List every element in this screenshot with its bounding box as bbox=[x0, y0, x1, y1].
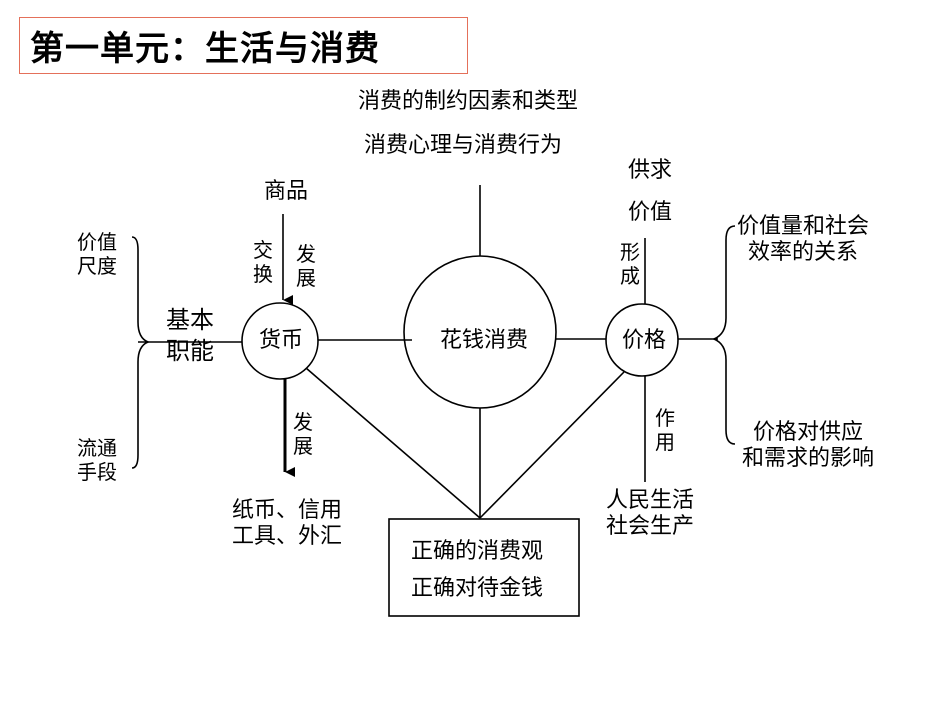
money-label: 货币 bbox=[259, 328, 304, 353]
paper-money-label: 纸币、信用 工具、外汇 bbox=[232, 498, 343, 550]
box-line2: 正确对待金钱 bbox=[411, 576, 544, 601]
price-label: 价格 bbox=[622, 328, 667, 353]
life-production-label: 人民生活 社会生产 bbox=[606, 488, 695, 540]
box-line1: 正确的消费观 bbox=[411, 539, 544, 564]
top-label-constraints: 消费的制约因素和类型 bbox=[358, 89, 579, 114]
price-box-diagonal bbox=[479, 371, 625, 519]
basic-function-label: 基本 职能 bbox=[166, 306, 214, 366]
title-box: 第一单元：生活与消费 bbox=[19, 17, 468, 74]
value-label: 价值 bbox=[628, 200, 673, 225]
price-circle bbox=[605, 303, 679, 377]
price-influence-label: 价格对供应 和需求的影响 bbox=[742, 420, 875, 472]
money-box-diagonal bbox=[305, 367, 481, 519]
form-label: 形成 bbox=[620, 240, 640, 288]
right-brace bbox=[711, 225, 736, 445]
left-brace bbox=[131, 236, 151, 469]
value-relation-label: 价值量和社会 效率的关系 bbox=[737, 214, 870, 266]
center-label: 花钱消费 bbox=[440, 328, 529, 353]
effect-label: 作用 bbox=[655, 406, 675, 454]
develop-top-label: 发展 bbox=[296, 242, 316, 290]
value-measure-label: 价值 尺度 bbox=[77, 230, 117, 278]
page-title: 第一单元：生活与消费 bbox=[30, 29, 380, 69]
commodity-label: 商品 bbox=[264, 179, 309, 204]
develop-bottom-label: 发展 bbox=[293, 410, 313, 458]
top-label-psychology: 消费心理与消费行为 bbox=[364, 133, 563, 158]
circulation-label: 流通 手段 bbox=[77, 436, 117, 484]
money-circle bbox=[241, 302, 319, 380]
supply-demand-label: 供求 bbox=[628, 158, 673, 183]
exchange-label: 交换 bbox=[253, 238, 273, 286]
bottom-box bbox=[388, 518, 580, 617]
